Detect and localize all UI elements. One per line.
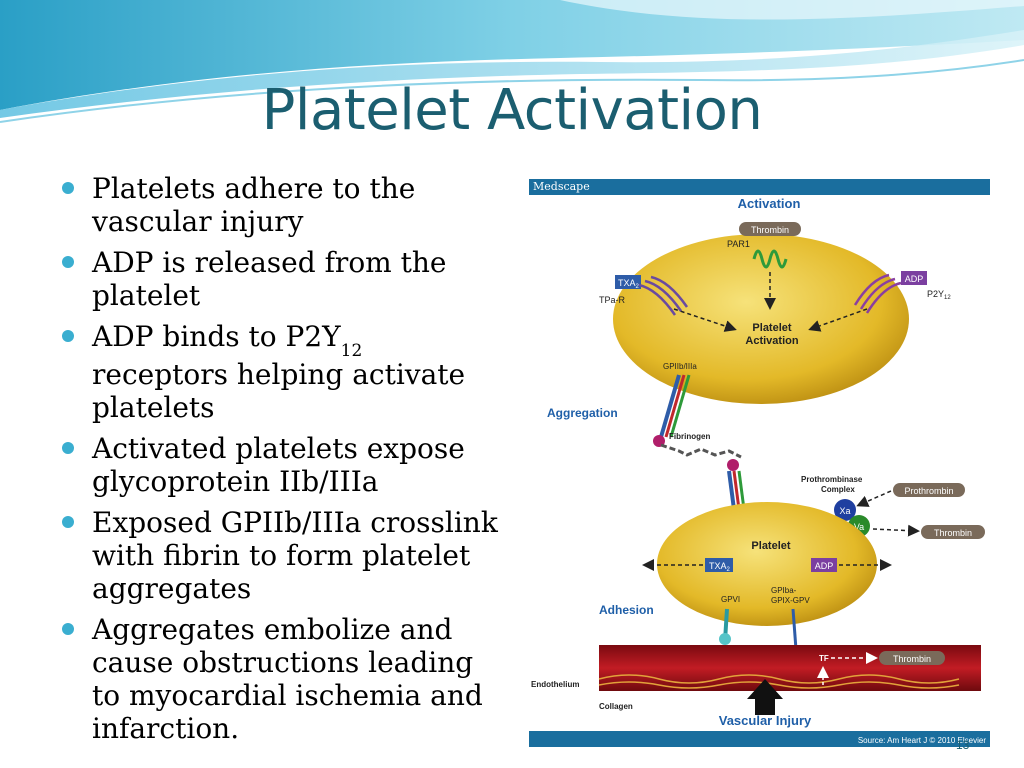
platelet-activation-label-2: Activation	[745, 335, 798, 347]
collagen-fibers-icon	[598, 674, 960, 689]
figure-source: Source: Am Heart J © 2010 Elsevier	[857, 736, 986, 745]
bullet-text: ADP binds to P2Y	[92, 320, 341, 353]
adp-badge-bottom: ADP	[811, 558, 837, 572]
figure-diagram: Activation Thrombin PAR1 TXA2 TPa-R ADP …	[531, 196, 985, 728]
bullet-item: Platelets adhere to the vascular injury	[62, 172, 502, 238]
bullet-text: Exposed GPIIb/IIIa crosslink with fibrin…	[92, 506, 498, 605]
bullet-list: Platelets adhere to the vascular injury …	[62, 172, 502, 753]
p2y12-label: P2Y12	[927, 289, 951, 301]
txa2-label-bottom: TXA2	[709, 561, 731, 573]
thrombin-pill-bottom: Thrombin	[879, 651, 945, 665]
par1-receptor-icon	[752, 249, 788, 269]
bullet-icon	[62, 623, 74, 635]
fibrinogen-label: Fibrinogen	[669, 432, 710, 441]
medscape-logo: Medscape	[533, 180, 590, 193]
platelet-label: Platelet	[751, 540, 790, 552]
va-label: Va	[854, 522, 864, 532]
thrombin-label-bottom: Thrombin	[893, 654, 931, 664]
platelet-activation-figure: Activation Thrombin PAR1 TXA2 TPa-R ADP …	[529, 179, 990, 747]
prothrombin-label: Prothrombin	[904, 486, 953, 496]
platelet-activation-label-1: Platelet	[752, 322, 791, 334]
xa-circle: Xa	[834, 499, 856, 521]
bullet-text: Platelets adhere to the vascular injury	[92, 172, 416, 238]
bullet-text: Aggregates embolize and cause obstructio…	[92, 613, 483, 745]
bullet-icon	[62, 182, 74, 194]
collagen-label: Collagen	[599, 702, 633, 711]
thrombin-pill-mid: Thrombin	[921, 525, 985, 539]
adp-label-top: ADP	[905, 274, 924, 284]
arrow-prothrombin	[856, 490, 892, 507]
bullet-item: Aggregates embolize and cause obstructio…	[62, 613, 502, 745]
bullet-item: ADP binds to P2Y12 receptors helping act…	[62, 320, 502, 424]
platelet-bottom	[657, 502, 877, 626]
gpvi-label: GPVI	[721, 595, 740, 604]
prothrombinase-label-1: Prothrombinase	[801, 475, 863, 484]
gpib-label-2: GPIX-GPV	[771, 596, 810, 605]
txa2-badge-top: TXA2	[615, 275, 641, 290]
tf-label: TF	[819, 654, 829, 663]
bullet-text: Activated platelets expose glycoprotein …	[92, 432, 465, 498]
tpa-r-receptor-icon	[638, 275, 689, 316]
adp-badge-top: ADP	[901, 271, 927, 285]
vascular-injury-label: Vascular Injury	[719, 713, 812, 728]
thrombin-label-top: Thrombin	[751, 225, 789, 235]
aggregation-label: Aggregation	[547, 406, 618, 420]
fibrinogen-node-icon	[727, 459, 739, 471]
bullet-text: ADP is released from the platelet	[92, 246, 447, 312]
gpiib-iiia-label: GPIIb/IIIa	[663, 362, 697, 371]
par1-label: PAR1	[727, 239, 750, 249]
gpib-label-1: GPIba-	[771, 586, 797, 595]
thrombin-pill-top: Thrombin	[739, 222, 801, 236]
bullet-icon	[62, 516, 74, 528]
arrow-left	[808, 308, 868, 332]
header-wave-decoration	[0, 0, 1024, 123]
txa2-badge-bottom: TXA2	[705, 558, 733, 573]
platelet-top	[613, 234, 909, 404]
arrow-right	[673, 308, 737, 332]
gpiib-iiia-receptor-icon	[653, 374, 691, 447]
bullet-item: ADP is released from the platelet	[62, 246, 502, 312]
bullet-icon	[62, 330, 74, 342]
bullet-icon	[62, 442, 74, 454]
xa-label: Xa	[839, 506, 850, 516]
activation-heading: Activation	[738, 196, 801, 211]
bullet-text: receptors helping activate platelets	[92, 358, 466, 424]
bullet-item: Activated platelets expose glycoprotein …	[62, 432, 502, 498]
prothrombin-pill: Prothrombin	[893, 483, 965, 497]
bullet-icon	[62, 256, 74, 268]
figure-header-bar: Medscape	[529, 179, 990, 195]
adp-label-bottom: ADP	[815, 561, 834, 571]
bullet-subscript: 12	[340, 341, 363, 361]
slide-number: 13	[956, 738, 970, 752]
tpa-r-label: TPa-R	[599, 295, 626, 305]
bullet-item: Exposed GPIIb/IIIa crosslink with fibrin…	[62, 506, 502, 605]
p2y12-receptor-icon	[853, 273, 902, 314]
arrow-thrombin-mid	[872, 524, 920, 537]
prothrombinase-label-2: Complex	[821, 485, 855, 494]
adhesion-label: Adhesion	[599, 603, 654, 617]
figure-footer-bar: Source: Am Heart J © 2010 Elsevier	[529, 731, 990, 747]
txa2-label-top: TXA2	[618, 278, 640, 290]
fibrinogen-chain-icon	[660, 443, 742, 459]
slide-title: Platelet Activation	[261, 78, 763, 143]
vascular-injury-arrow-icon	[747, 679, 783, 715]
thrombin-label-mid: Thrombin	[934, 528, 972, 538]
endothelium-label: Endothelium	[531, 680, 579, 689]
